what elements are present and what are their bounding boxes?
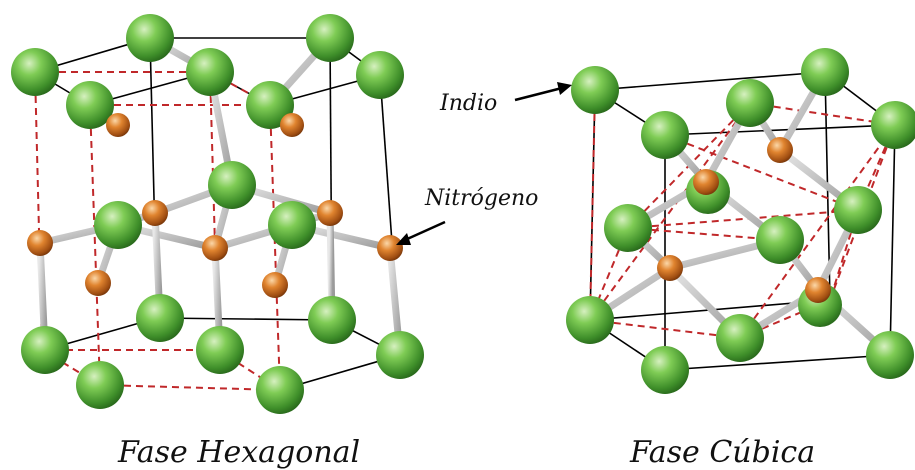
indium-arrow xyxy=(514,86,563,102)
hexagonal-indium-atoms xyxy=(11,14,424,414)
cubic-phase-caption: Fase Cúbica xyxy=(629,435,815,470)
nitrogen-label: Nitrógeno xyxy=(424,186,538,211)
hexagonal-nitrogen-atoms xyxy=(27,113,403,298)
indium-label: Indio xyxy=(439,91,497,116)
indium-arrowhead xyxy=(557,82,572,95)
cubic-nitrogen-atoms xyxy=(657,137,831,303)
cubic-indium-atoms xyxy=(566,48,915,394)
hexagonal-structure xyxy=(11,14,424,414)
indium-annotation: Indio xyxy=(439,82,572,116)
nitrogen-annotation: Nitrógeno xyxy=(396,186,538,245)
nitrogen-arrowhead xyxy=(396,233,411,245)
cubic-structure xyxy=(566,48,915,394)
nitrogen-arrow xyxy=(404,220,446,242)
hexagonal-phase-caption: Fase Hexagonal xyxy=(117,435,360,470)
